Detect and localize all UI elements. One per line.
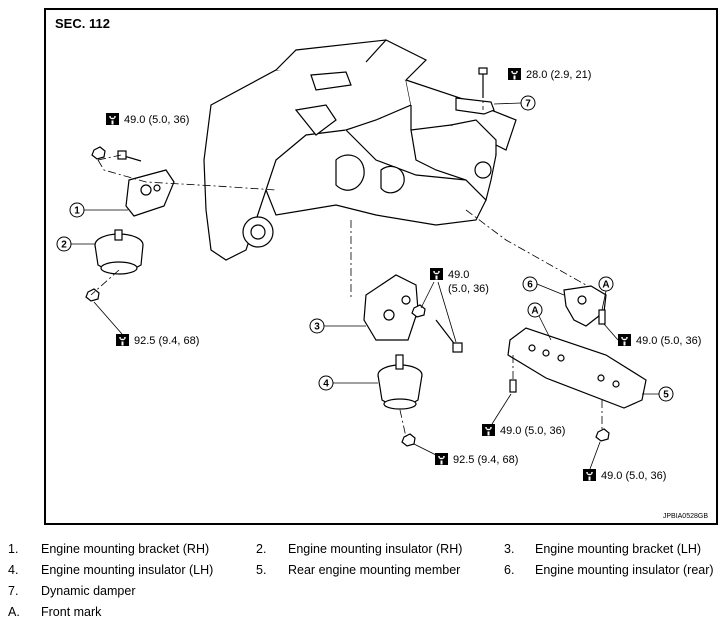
callout-number: 1 bbox=[74, 206, 80, 217]
torque-value-line1: 49.0 bbox=[448, 269, 469, 281]
callout-number: 5 bbox=[663, 390, 669, 401]
bracket-rh-drawing bbox=[91, 146, 175, 217]
torque-value: 49.0 (5.0, 36) bbox=[636, 335, 701, 347]
torque-upper-left: 49.0 (5.0, 36) bbox=[106, 113, 189, 126]
torque-value: 28.0 (2.9, 21) bbox=[526, 69, 591, 81]
torque-bottom-center: 92.5 (9.4, 68) bbox=[413, 443, 518, 466]
torque-wrench-icon bbox=[106, 113, 119, 125]
guide-lines bbox=[90, 74, 603, 438]
legend-number: 3. bbox=[504, 542, 515, 556]
torque-wrench-icon bbox=[116, 334, 129, 346]
dynamic-damper-drawing bbox=[455, 67, 495, 115]
figure-code: JPBIA0528GB bbox=[663, 513, 708, 520]
legend-item: 5. Rear engine mounting member bbox=[256, 563, 496, 581]
legend-item: 3. Engine mounting bracket (LH) bbox=[504, 542, 728, 560]
front-mark-letter: A bbox=[531, 306, 538, 317]
insulator-lh-drawing bbox=[377, 354, 423, 447]
section-label: SEC. 112 bbox=[55, 16, 110, 31]
legend-number: 1. bbox=[8, 542, 19, 556]
transmission-drawing bbox=[410, 119, 497, 202]
torque-wrench-icon bbox=[583, 469, 596, 481]
callout-number: 7 bbox=[525, 99, 531, 110]
rear-member-drawing bbox=[507, 327, 647, 442]
callout-6: 6 bbox=[522, 276, 565, 296]
legend-number: 7. bbox=[8, 584, 19, 598]
legend-text: Engine mounting insulator (rear) bbox=[535, 563, 714, 577]
legend-item: 7. Dynamic damper bbox=[8, 584, 248, 602]
torque-wrench-icon bbox=[618, 334, 631, 346]
legend-number: 2. bbox=[256, 542, 267, 556]
legend-text: Rear engine mounting member bbox=[288, 563, 461, 577]
torque-value: 92.5 (9.4, 68) bbox=[453, 454, 518, 466]
insulator-rear-drawing bbox=[563, 285, 607, 327]
legend-text: Engine mounting bracket (LH) bbox=[535, 542, 702, 556]
front-mark-letter: A bbox=[602, 280, 609, 291]
callout-number: 4 bbox=[323, 379, 329, 390]
insulator-rh-drawing bbox=[85, 229, 144, 302]
torque-wrench-icon bbox=[430, 268, 443, 280]
torque-value-line2: (5.0, 36) bbox=[448, 283, 489, 295]
torque-lower-left: 92.5 (9.4, 68) bbox=[93, 301, 199, 347]
torque-value: 92.5 (9.4, 68) bbox=[134, 335, 199, 347]
legend-number: 6. bbox=[504, 563, 515, 577]
legend-text: Engine mounting bracket (RH) bbox=[41, 542, 210, 556]
callout-2: 2 bbox=[56, 236, 95, 252]
legend-number: 5. bbox=[256, 563, 267, 577]
legend-item: 6. Engine mounting insulator (rear) bbox=[504, 563, 728, 581]
torque-right: 49.0 (5.0, 36) bbox=[603, 323, 701, 347]
legend-item: 1. Engine mounting bracket (RH) bbox=[8, 542, 248, 560]
torque-value: 49.0 (5.0, 36) bbox=[124, 114, 189, 126]
legend-number: A. bbox=[8, 605, 20, 619]
torque-center: 49.0 (5.0, 36) bbox=[420, 268, 489, 343]
torque-wrench-icon bbox=[508, 68, 521, 80]
torque-member-left: 49.0 (5.0, 36) bbox=[482, 393, 565, 437]
legend-text: Engine mounting insulator (LH) bbox=[41, 563, 214, 577]
torque-wrench-icon bbox=[482, 424, 495, 436]
legend-text: Engine mounting insulator (RH) bbox=[288, 542, 463, 556]
torque-wrench-icon bbox=[435, 453, 448, 465]
legend-number: 4. bbox=[8, 563, 19, 577]
torque-value: 49.0 (5.0, 36) bbox=[500, 425, 565, 437]
legend-item: A. Front mark bbox=[8, 605, 248, 623]
engine-block-drawing bbox=[203, 39, 517, 261]
bracket-lh-drawing bbox=[363, 274, 463, 353]
callout-number: 6 bbox=[527, 280, 533, 291]
engine-mount-diagram: SEC. 112 bbox=[55, 16, 708, 520]
callout-5: 5 bbox=[642, 386, 674, 402]
callout-7: 7 bbox=[493, 95, 536, 111]
legend-text: Front mark bbox=[41, 605, 102, 619]
legend-item: 2. Engine mounting insulator (RH) bbox=[256, 542, 496, 560]
callout-4: 4 bbox=[318, 375, 378, 391]
callout-1: 1 bbox=[69, 202, 128, 218]
torque-member-bottom: 49.0 (5.0, 36) bbox=[583, 441, 666, 482]
diagram-frame: SEC. 112 bbox=[44, 8, 718, 525]
front-mark-a-lower: A bbox=[527, 302, 552, 341]
torque-value: 49.0 (5.0, 36) bbox=[601, 470, 666, 482]
legend-item: 4. Engine mounting insulator (LH) bbox=[8, 563, 248, 581]
callout-number: 3 bbox=[314, 322, 320, 333]
callout-number: 2 bbox=[61, 240, 67, 251]
legend-text: Dynamic damper bbox=[41, 584, 136, 598]
callout-3: 3 bbox=[309, 318, 366, 334]
torque-top-right: 28.0 (2.9, 21) bbox=[508, 68, 591, 81]
front-mark-a-upper: A bbox=[598, 276, 614, 311]
